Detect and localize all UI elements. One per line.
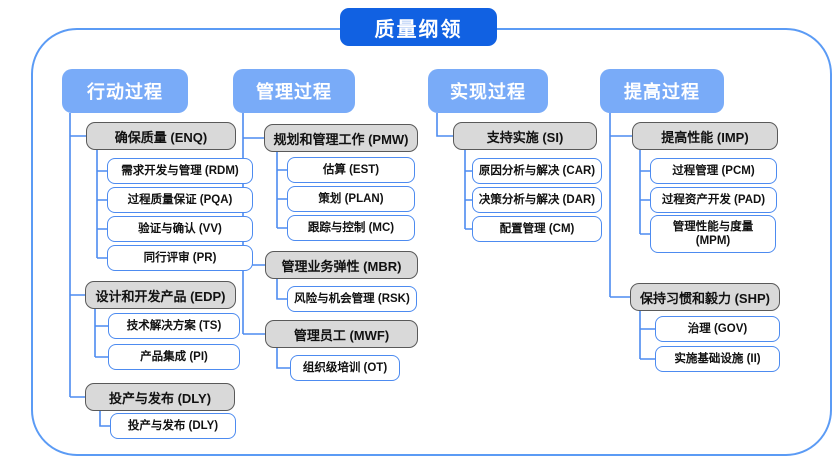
group-box-edp: 设计和开发产品 (EDP) — [85, 281, 236, 309]
column-header-action-process: 行动过程 — [62, 69, 188, 113]
leaf-box-pqa: 过程质量保证 (PQA) — [107, 187, 253, 213]
group-box-mwf: 管理员工 (MWF) — [265, 320, 418, 348]
column-header-management-process: 管理过程 — [233, 69, 355, 113]
connector-column-realization — [436, 113, 472, 230]
group-box-enq: 确保质量 (ENQ) — [86, 122, 236, 150]
leaf-box-rsk: 风险与机会管理 (RSK) — [287, 286, 417, 312]
leaf-box-plan: 策划 (PLAN) — [287, 186, 415, 212]
connector-column-improvement — [609, 113, 655, 360]
leaf-box-dly: 投产与发布 (DLY) — [110, 413, 236, 439]
leaf-box-car: 原因分析与解决 (CAR) — [472, 158, 602, 184]
connector-column-action — [69, 113, 110, 427]
leaf-box-gov: 治理 (GOV) — [655, 316, 780, 342]
group-box-imp: 提高性能 (IMP) — [632, 122, 778, 150]
group-box-shp: 保持习惯和毅力 (SHP) — [630, 283, 780, 311]
leaf-box-vv: 验证与确认 (VV) — [107, 216, 253, 242]
group-box-pmw: 规划和管理工作 (PMW) — [264, 124, 418, 152]
group-box-mbr: 管理业务弹性 (MBR) — [265, 251, 418, 279]
leaf-box-pad: 过程资产开发 (PAD) — [650, 187, 777, 213]
leaf-box-pr: 同行评审 (PR) — [107, 245, 253, 271]
leaf-box-dar: 决策分析与解决 (DAR) — [472, 187, 602, 213]
leaf-box-cm: 配置管理 (CM) — [472, 216, 602, 242]
leaf-box-ii: 实施基础设施 (II) — [655, 346, 780, 372]
leaf-box-mpm: 管理性能与度量 (MPM) — [650, 215, 776, 253]
group-box-dly: 投产与发布 (DLY) — [85, 383, 235, 411]
leaf-box-pcm: 过程管理 (PCM) — [650, 158, 777, 184]
leaf-box-rdm: 需求开发与管理 (RDM) — [107, 158, 253, 184]
leaf-box-est: 估算 (EST) — [287, 157, 415, 183]
leaf-box-mc: 跟踪与控制 (MC) — [287, 215, 415, 241]
column-header-realization-process: 实现过程 — [428, 69, 548, 113]
diagram-title: 质量纲领 — [340, 8, 497, 46]
leaf-box-ts: 技术解决方案 (TS) — [108, 313, 240, 339]
column-header-improvement-process: 提高过程 — [600, 69, 724, 113]
group-box-si: 支持实施 (SI) — [453, 122, 597, 150]
leaf-box-ot: 组织级培训 (OT) — [290, 355, 400, 381]
leaf-box-pi: 产品集成 (PI) — [108, 344, 240, 370]
